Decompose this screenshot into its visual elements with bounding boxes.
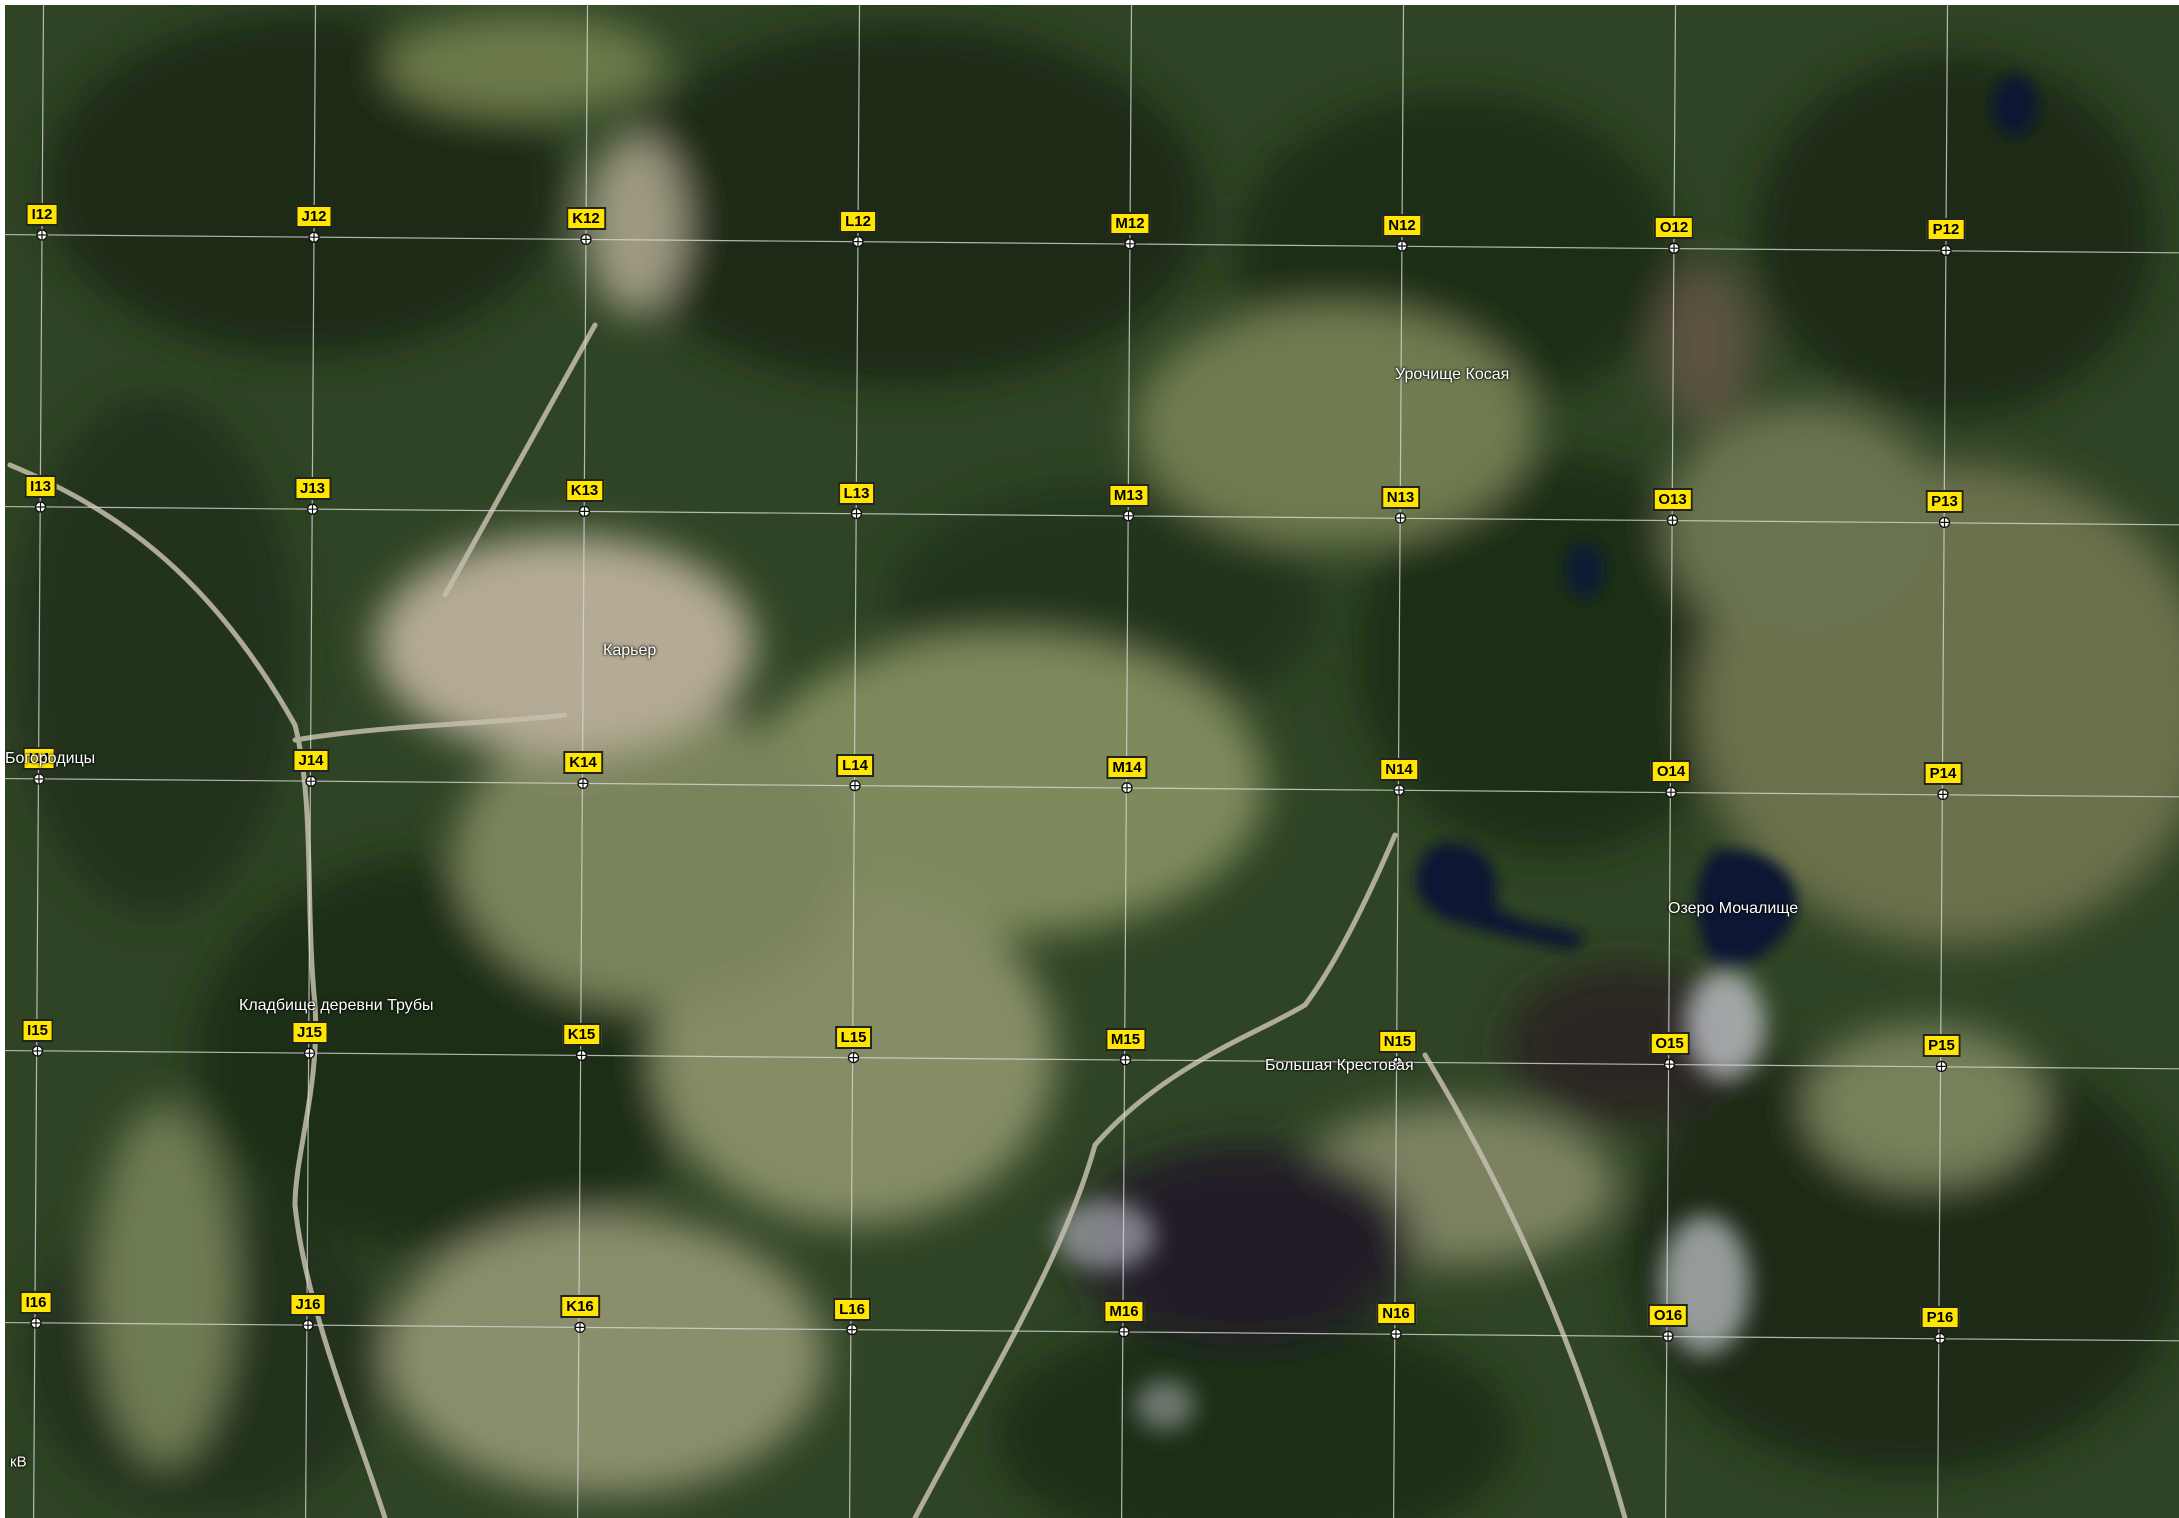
crosshair-circle-icon bbox=[852, 235, 864, 248]
place-label-corner-kv: кВ bbox=[10, 1453, 27, 1471]
grid-label-N12: N12 bbox=[1382, 214, 1422, 237]
grid-label-L14: L14 bbox=[836, 753, 874, 777]
crosshair-circle-icon bbox=[31, 1045, 44, 1057]
crosshair-circle-icon bbox=[1938, 516, 1951, 529]
crosshair-circle-icon bbox=[1934, 1332, 1946, 1345]
crosshair-circle-icon bbox=[580, 233, 592, 246]
grid-lines bbox=[5, 5, 2179, 1518]
grid-line-row-12 bbox=[5, 233, 2179, 254]
crosshair-circle-icon bbox=[1668, 242, 1680, 254]
grid-label-K16: K16 bbox=[560, 1295, 600, 1319]
grid-label-L15: L15 bbox=[834, 1025, 873, 1049]
grid-label-P12: P12 bbox=[1926, 218, 1966, 242]
crosshair-circle-icon bbox=[1396, 240, 1408, 252]
crosshair-circle-icon bbox=[303, 1047, 316, 1059]
grid-label-K12: K12 bbox=[566, 207, 606, 231]
crosshair-circle-icon bbox=[1393, 784, 1405, 796]
crosshair-circle-icon bbox=[574, 1321, 586, 1334]
grid-label-N16: N16 bbox=[1376, 1302, 1416, 1325]
crosshair-circle-icon bbox=[1935, 1060, 1948, 1073]
crosshair-circle-icon bbox=[850, 507, 863, 520]
grid-label-P16: P16 bbox=[1920, 1306, 1960, 1330]
grid-label-I14: I14 bbox=[22, 747, 56, 770]
grid-label-I16: I16 bbox=[19, 1291, 53, 1314]
crosshair-circle-icon bbox=[36, 229, 48, 241]
grid-label-O16: O16 bbox=[1647, 1304, 1689, 1328]
place-label-kladbishche: Кладбище деревни Трубы bbox=[239, 997, 434, 1014]
place-label-bolshaya-krestovaya: Большая Крестовая bbox=[1265, 1057, 1414, 1074]
crosshair-circle-icon bbox=[1394, 512, 1407, 524]
crosshair-circle-icon bbox=[1118, 1326, 1130, 1338]
grid-label-J14: J14 bbox=[292, 749, 330, 773]
crosshair-circle-icon bbox=[1122, 510, 1135, 522]
crosshair-circle-icon bbox=[1940, 244, 1952, 257]
grid-label-I15: I15 bbox=[21, 1019, 54, 1042]
grid-label-L16: L16 bbox=[833, 1297, 871, 1321]
crosshair-circle-icon bbox=[1121, 782, 1133, 794]
grid-label-L13: L13 bbox=[837, 481, 876, 505]
grid-label-O15: O15 bbox=[1649, 1032, 1690, 1056]
crosshair-circle-icon bbox=[1666, 514, 1679, 526]
grid-line-row-15 bbox=[5, 1049, 2179, 1070]
crosshair-circle-icon bbox=[1662, 1330, 1674, 1342]
crosshair-circle-icon bbox=[1665, 786, 1677, 798]
grid-line-row-13 bbox=[5, 505, 2179, 526]
grid-label-K14: K14 bbox=[563, 751, 603, 775]
crosshair-circle-icon bbox=[578, 505, 591, 518]
crosshair-circle-icon bbox=[1937, 788, 1949, 801]
grid-label-I12: I12 bbox=[25, 203, 59, 226]
crosshair-circle-icon bbox=[1390, 1328, 1402, 1340]
grid-label-P14: P14 bbox=[1923, 762, 1963, 786]
crosshair-circle-icon bbox=[847, 1051, 860, 1064]
crosshair-circle-icon bbox=[846, 1323, 858, 1336]
crosshair-circle-icon bbox=[575, 1049, 588, 1062]
grid-label-M16: M16 bbox=[1103, 1299, 1145, 1323]
grid-label-I13: I13 bbox=[24, 475, 57, 498]
crosshair-circle-icon bbox=[849, 779, 861, 792]
grid-label-O14: O14 bbox=[1650, 760, 1692, 784]
grid-label-P13: P13 bbox=[1925, 490, 1964, 514]
grid-label-K15: K15 bbox=[561, 1023, 602, 1047]
grid-label-K13: K13 bbox=[564, 479, 605, 503]
grid-label-M14: M14 bbox=[1106, 755, 1148, 779]
grid-label-N14: N14 bbox=[1379, 758, 1419, 781]
place-label-urochishche-kosaya: Урочище Косая bbox=[1395, 366, 1510, 383]
grid-label-M12: M12 bbox=[1109, 211, 1151, 235]
crosshair-circle-icon bbox=[1391, 1056, 1404, 1068]
crosshair-circle-icon bbox=[308, 231, 320, 243]
crosshair-circle-icon bbox=[1124, 238, 1136, 250]
grid-label-M15: M15 bbox=[1104, 1027, 1147, 1051]
grid-line-row-16 bbox=[5, 1321, 2179, 1342]
crosshair-circle-icon bbox=[577, 777, 589, 790]
grid-label-O12: O12 bbox=[1653, 216, 1695, 240]
crosshair-circle-icon bbox=[30, 1317, 42, 1329]
place-label-bogorodicy: Богородицы bbox=[5, 750, 96, 767]
crosshair-circle-icon bbox=[34, 501, 47, 513]
crosshair-circle-icon bbox=[33, 773, 45, 785]
grid-label-M13: M13 bbox=[1107, 483, 1150, 507]
grid-line-col-P bbox=[1936, 5, 1949, 1518]
grid-label-N15: N15 bbox=[1377, 1030, 1418, 1053]
crosshair-circle-icon bbox=[1119, 1054, 1132, 1066]
grid-label-P15: P15 bbox=[1922, 1034, 1961, 1058]
grid-label-J15: J15 bbox=[290, 1021, 329, 1045]
grid-line-row-14 bbox=[5, 777, 2179, 798]
crosshair-circle-icon bbox=[1663, 1058, 1676, 1070]
grid-label-N13: N13 bbox=[1380, 486, 1421, 509]
crosshair-circle-icon bbox=[306, 503, 319, 515]
place-label-ozero-mochalishche: Озеро Мочалище bbox=[1668, 900, 1799, 917]
crosshair-circle-icon bbox=[305, 775, 317, 787]
grid-label-L12: L12 bbox=[839, 209, 877, 233]
grid-label-J12: J12 bbox=[295, 205, 333, 229]
crosshair-circle-icon bbox=[302, 1319, 314, 1331]
grid-label-O13: O13 bbox=[1652, 488, 1693, 512]
terrain-layer bbox=[5, 5, 2179, 1518]
place-label-karer: Карьер bbox=[603, 642, 657, 659]
grid-label-J16: J16 bbox=[289, 1293, 327, 1317]
grid-label-J13: J13 bbox=[293, 477, 332, 501]
